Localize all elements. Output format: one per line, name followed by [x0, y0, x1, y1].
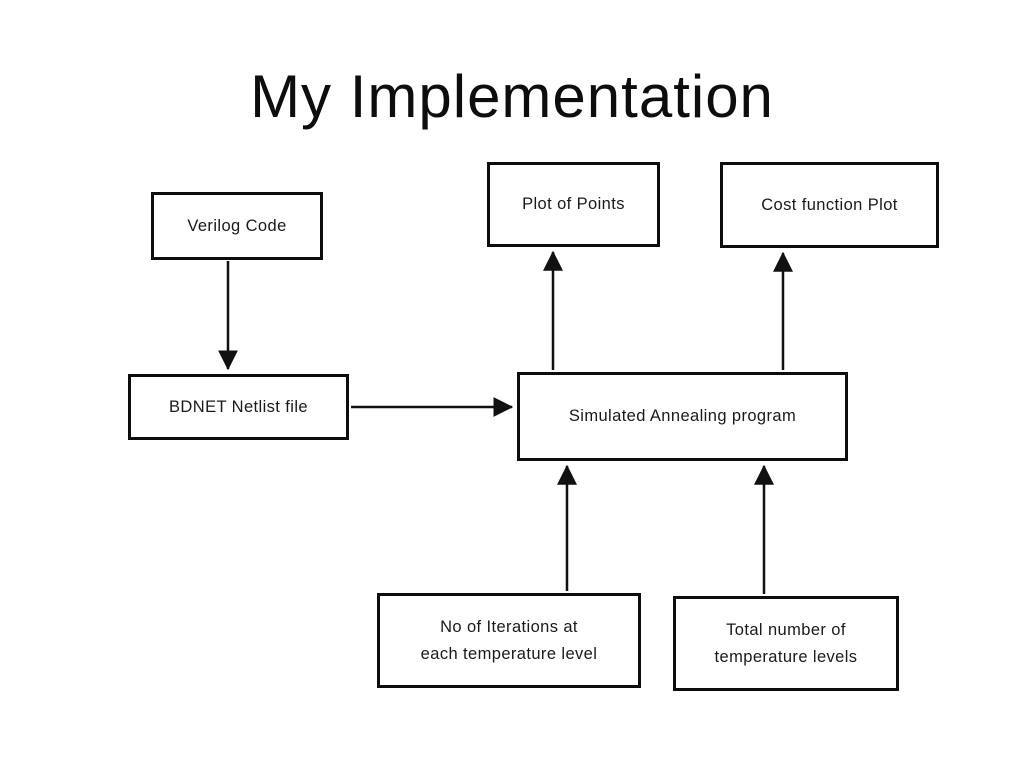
node-iterations-label-line1: No of Iterations at: [440, 617, 578, 636]
page-title: My Implementation: [250, 63, 774, 130]
node-simulated-annealing-program: Simulated Annealing program: [517, 372, 848, 461]
node-cost-function-plot-label: Cost function Plot: [761, 195, 898, 214]
node-total-temperature-levels-label-line1: Total number of: [726, 620, 846, 639]
node-verilog-code: Verilog Code: [151, 192, 323, 260]
node-iterations-label-line2: each temperature level: [420, 644, 598, 663]
node-verilog-code-label: Verilog Code: [187, 216, 287, 235]
node-total-temperature-levels-label-line2: temperature levels: [714, 647, 858, 666]
node-plot-of-points: Plot of Points: [487, 162, 660, 247]
node-total-temperature-levels: Total number of temperature levels: [673, 596, 899, 691]
node-cost-function-plot: Cost function Plot: [720, 162, 939, 248]
node-bdnet-netlist-file-label: BDNET Netlist file: [169, 397, 308, 416]
node-simulated-annealing-program-label: Simulated Annealing program: [568, 407, 797, 425]
node-bdnet-netlist-file: BDNET Netlist file: [128, 374, 349, 440]
node-plot-of-points-label: Plot of Points: [522, 195, 625, 213]
node-iterations-per-temperature: No of Iterations at each temperature lev…: [377, 593, 641, 688]
